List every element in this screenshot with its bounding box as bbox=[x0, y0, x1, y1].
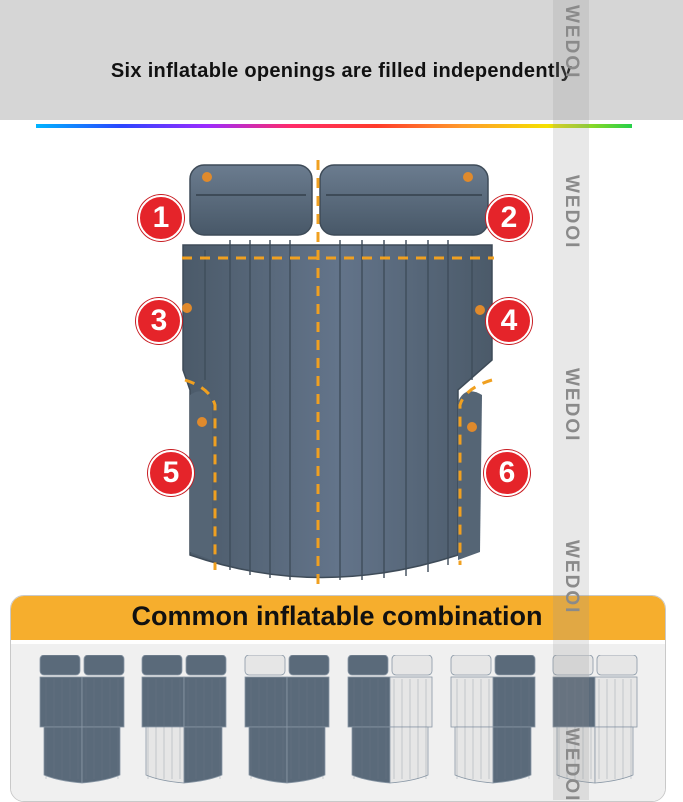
opening-6-badge: 6 bbox=[484, 450, 530, 496]
mattress-diagram: 1 2 3 4 5 6 bbox=[0, 140, 683, 590]
combination-diagram-4 bbox=[346, 654, 434, 787]
opening-2-badge: 2 bbox=[486, 195, 532, 241]
combination-diagram-6 bbox=[551, 654, 639, 787]
watermark-text: WEDOI bbox=[561, 368, 582, 443]
header-title: Six inflatable openings are filled indep… bbox=[110, 60, 573, 82]
watermark-text: WEDOI bbox=[561, 175, 582, 250]
mattress-illustration bbox=[182, 160, 494, 585]
opening-1-badge: 1 bbox=[138, 195, 184, 241]
header-banner: Six inflatable openings are filled indep… bbox=[0, 0, 683, 120]
combination-diagram-2 bbox=[140, 654, 228, 787]
opening-5-badge: 5 bbox=[148, 450, 194, 496]
combination-title: Common inflatable combination bbox=[131, 601, 543, 631]
rainbow-divider bbox=[36, 124, 632, 128]
opening-4-badge: 4 bbox=[486, 298, 532, 344]
combination-diagram-5 bbox=[449, 654, 537, 787]
opening-3-badge: 3 bbox=[136, 298, 182, 344]
watermark-text: WEDOI bbox=[561, 5, 582, 80]
watermark-column bbox=[553, 0, 589, 800]
combination-header bbox=[11, 596, 665, 640]
combination-diagram-3 bbox=[243, 654, 331, 787]
watermark-text: WEDOI bbox=[561, 540, 582, 615]
watermark-text: WEDOI bbox=[561, 728, 582, 802]
combination-diagram-1 bbox=[38, 654, 126, 787]
